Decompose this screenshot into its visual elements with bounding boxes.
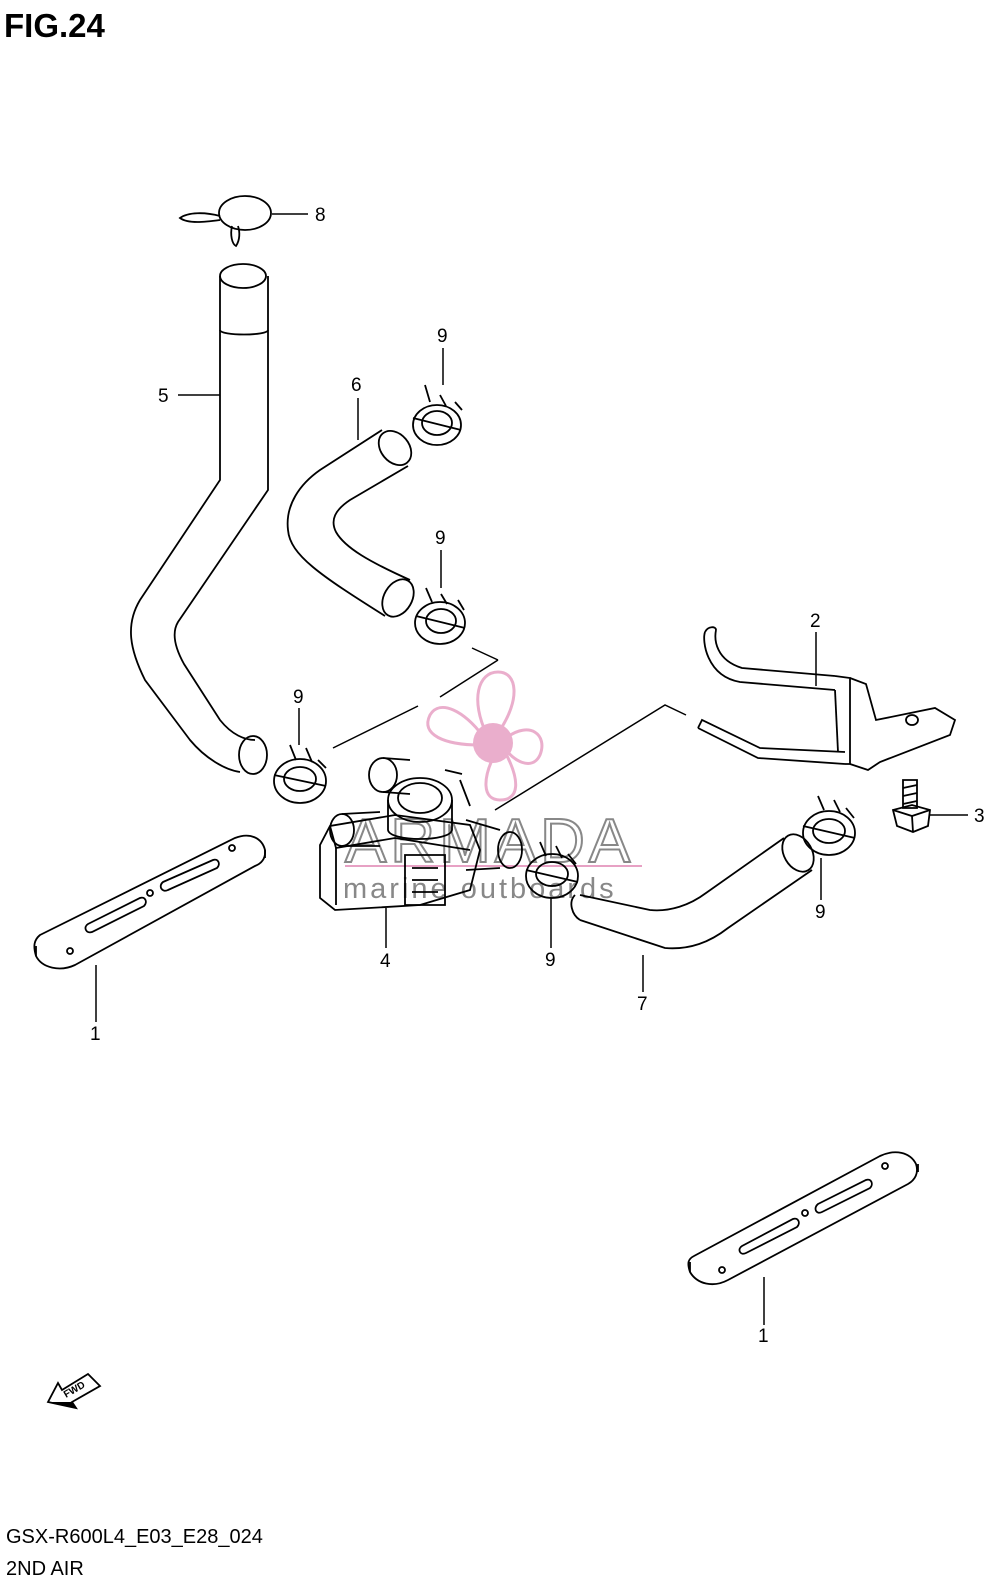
part-1-gasket-upper bbox=[33, 834, 266, 970]
callout-6: 6 bbox=[351, 375, 362, 396]
part-7-hose bbox=[570, 833, 815, 950]
figure-title: FIG.24 bbox=[4, 7, 105, 44]
callout-9-top: 9 bbox=[437, 326, 448, 347]
part-8-clip bbox=[178, 195, 272, 248]
part-3-bolt bbox=[891, 779, 931, 833]
fwd-arrow: FWD bbox=[46, 1372, 102, 1410]
callout-3: 3 bbox=[974, 806, 985, 827]
part-9-clip-c bbox=[273, 744, 327, 804]
figure-code: GSX-R600L4_E03_E28_024 bbox=[6, 1526, 263, 1548]
armada-logo bbox=[426, 670, 544, 802]
watermark-tagline: marine outboards bbox=[343, 873, 617, 905]
callout-9-left: 9 bbox=[293, 687, 304, 708]
watermark-text: ARMADA marine outboards bbox=[343, 806, 642, 905]
callout-leaders bbox=[95, 213, 968, 1325]
part-1-gasket-lower bbox=[687, 1151, 919, 1286]
callout-1-upper: 1 bbox=[90, 1024, 101, 1045]
part-6-hose bbox=[286, 429, 415, 618]
callouts: 8 5 6 9 9 9 2 3 4 9 9 7 1 1 bbox=[90, 205, 985, 1347]
part-9-clip-e bbox=[802, 795, 856, 856]
callout-9-right: 9 bbox=[815, 902, 826, 923]
part-4-valve bbox=[319, 757, 523, 911]
figure-name: 2ND AIR bbox=[6, 1558, 84, 1580]
callout-1-lower: 1 bbox=[758, 1326, 769, 1347]
part-9-clip-a bbox=[412, 384, 463, 446]
part-5-hose bbox=[130, 263, 269, 775]
part-9-clip-d bbox=[525, 841, 579, 899]
part-2-pipe bbox=[697, 626, 957, 771]
leader-lines bbox=[332, 647, 687, 811]
callout-8: 8 bbox=[315, 205, 326, 226]
callout-9-lower: 9 bbox=[545, 950, 556, 971]
callout-7: 7 bbox=[637, 994, 648, 1015]
callout-9-mid: 9 bbox=[435, 528, 446, 549]
callout-4: 4 bbox=[380, 951, 391, 972]
callout-2: 2 bbox=[810, 611, 821, 632]
part-9-clip-b bbox=[414, 587, 466, 645]
callout-5: 5 bbox=[158, 386, 169, 407]
